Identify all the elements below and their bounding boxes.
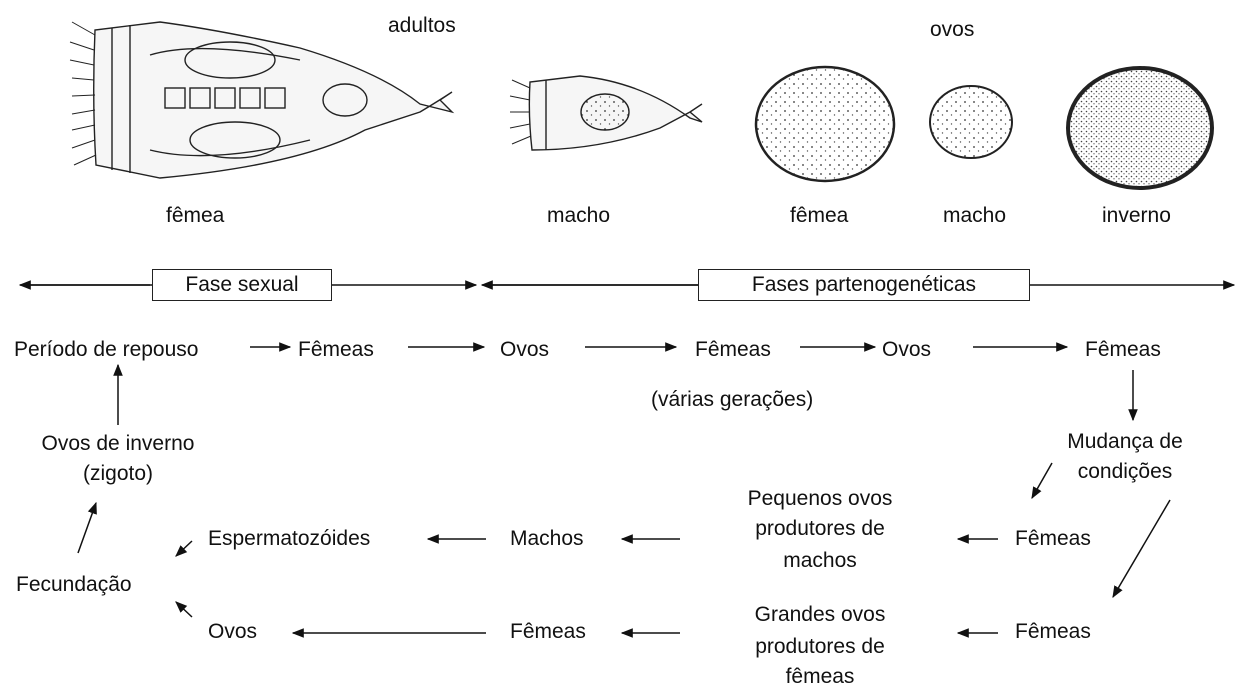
label-adult-female: fêmea: [166, 204, 224, 228]
sperm: Espermatozóides: [208, 527, 370, 551]
females-1: Fêmeas: [298, 338, 374, 362]
label-egg-winter: inverno: [1102, 204, 1171, 228]
males: Machos: [510, 527, 584, 551]
winter-egg-illustration: [1068, 68, 1212, 188]
header-eggs: ovos: [930, 18, 974, 42]
females-large: Fêmeas: [510, 620, 586, 644]
rest-period: Período de repouso: [14, 338, 198, 362]
large-eggs-line1: Grandes ovos: [700, 603, 940, 627]
winter-eggs-line2: (zigoto): [8, 462, 228, 486]
arrow-change-to-large-females: [1113, 500, 1170, 597]
females-4: Fêmeas: [1015, 620, 1091, 644]
arrow-sperm-to-fertilization: [176, 541, 192, 556]
change-of-conditions-line1: Mudança de: [1040, 430, 1210, 454]
females-small: Fêmeas: [1015, 527, 1091, 551]
winter-eggs-line1: Ovos de inverno: [8, 432, 228, 456]
eggs-final: Ovos: [208, 620, 257, 644]
large-eggs-line2: produtores de: [700, 635, 940, 659]
fertilization: Fecundação: [16, 573, 132, 597]
arrow-fertilization-to-winter-eggs: [78, 503, 96, 553]
label-egg-male: macho: [943, 204, 1006, 228]
small-eggs-line3: machos: [700, 549, 940, 573]
header-adults: adultos: [388, 14, 456, 38]
label-adult-male: macho: [547, 204, 610, 228]
eggs-1: Ovos: [500, 338, 549, 362]
large-eggs-line3: fêmeas: [700, 665, 940, 689]
male-egg-illustration: [930, 86, 1012, 158]
females-3: Fêmeas: [1085, 338, 1161, 362]
female-egg-illustration: [756, 67, 894, 181]
female-rotifer-illustration: [70, 22, 452, 178]
arrow-eggs-to-fertilization: [176, 602, 192, 617]
label-egg-female: fêmea: [790, 204, 848, 228]
sexual-phase-box: Fase sexual: [152, 269, 332, 301]
small-eggs-line2: produtores de: [700, 517, 940, 541]
small-eggs-line1: Pequenos ovos: [700, 487, 940, 511]
change-of-conditions-line2: condições: [1040, 460, 1210, 484]
parthenogenetic-phase-box: Fases partenogenéticas: [698, 269, 1030, 301]
several-generations: (várias gerações): [651, 388, 813, 412]
females-2: Fêmeas: [695, 338, 771, 362]
male-rotifer-illustration: [510, 76, 702, 150]
eggs-2: Ovos: [882, 338, 931, 362]
